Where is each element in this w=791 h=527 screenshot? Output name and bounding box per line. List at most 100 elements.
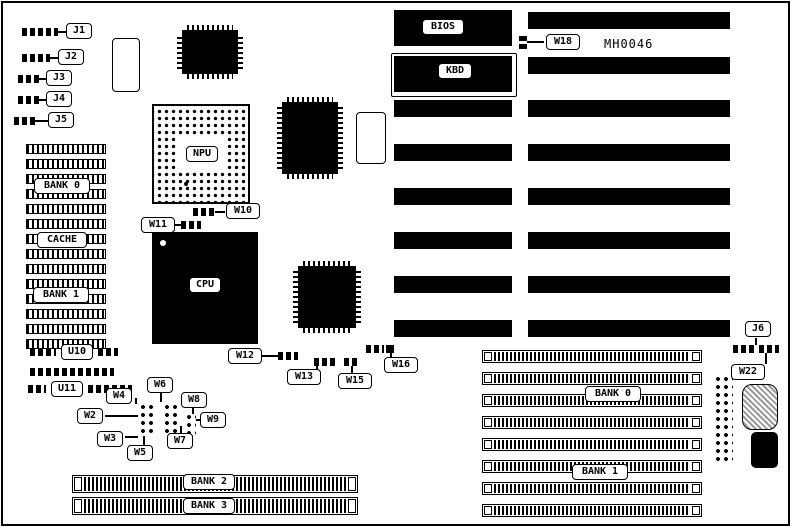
memory-chip-row — [26, 219, 106, 229]
callout-line-j5 — [35, 120, 48, 122]
isa-slot-6-ext — [394, 232, 512, 249]
bank0-right-label: BANK 0 — [585, 386, 641, 402]
memory-chip-row — [26, 204, 106, 214]
pin-header-row — [30, 368, 114, 376]
pin-header-w13 — [314, 358, 336, 366]
callout-line-w15 — [351, 366, 353, 373]
jumper-label-w7: W7 — [167, 433, 193, 449]
callout-line-w8 — [192, 408, 194, 414]
npu-label: NPU — [186, 146, 218, 162]
npu-pin1-dot — [184, 182, 188, 186]
jumper-label-w10: W10 — [226, 203, 260, 219]
jumper-label-w12: W12 — [228, 348, 262, 364]
isa-slot-4-ext — [394, 144, 512, 161]
pin-header-j2 — [22, 54, 50, 62]
pin-header-u11-a — [28, 385, 46, 393]
pin-header-u10-b — [98, 348, 118, 356]
pin-header-w11 — [181, 221, 201, 229]
bank3-label: BANK 3 — [183, 498, 235, 514]
power-header — [713, 374, 733, 462]
simm-socket — [482, 438, 702, 451]
qfp-chip-middle — [277, 97, 343, 179]
bank2-label: BANK 2 — [183, 474, 235, 490]
isa-slot-4 — [528, 144, 730, 161]
pin-header-w10 — [193, 208, 215, 216]
din-connector — [751, 432, 778, 468]
pin-header-w12 — [278, 352, 298, 360]
cpu-pin1-dot — [160, 240, 166, 246]
kbd-label: KBD — [438, 63, 472, 79]
callout-line-j2 — [50, 57, 58, 59]
ic-outline-small-1 — [112, 38, 140, 92]
isa-slot-2 — [528, 57, 730, 74]
simm-contacts — [494, 418, 690, 427]
jumper-label-w2: W2 — [77, 408, 103, 424]
simm-contacts — [494, 374, 690, 383]
ic-outline-small-2 — [356, 112, 386, 164]
callout-line-w3 — [125, 436, 138, 438]
simm-socket — [482, 350, 702, 363]
simm-contacts — [494, 440, 690, 449]
jumper-block-c — [184, 412, 196, 434]
jumper-label-w15: W15 — [338, 373, 372, 389]
simm-socket — [482, 482, 702, 495]
memory-chip-row — [26, 249, 106, 259]
memory-chip-row — [26, 324, 106, 334]
pin-header-j4 — [18, 96, 39, 104]
isa-slot-5-ext — [394, 188, 512, 205]
jumper-label-w9: W9 — [200, 412, 226, 428]
callout-line-w2 — [105, 415, 138, 417]
bank1-left-label: BANK 1 — [33, 287, 89, 303]
callout-line-w6 — [160, 393, 162, 402]
simm-contacts — [494, 352, 690, 361]
cache-label: CACHE — [37, 232, 87, 248]
jumper-label-j1: J1 — [66, 23, 92, 39]
memory-chip-row — [26, 159, 106, 169]
callout-line-j4 — [39, 99, 46, 101]
isa-slot-7 — [528, 276, 730, 293]
simm-socket — [482, 416, 702, 429]
jumper-cap-w16 — [386, 345, 394, 353]
pin-header-w15 — [344, 358, 360, 366]
simm-socket — [482, 372, 702, 385]
callout-line-w5 — [143, 436, 145, 445]
ic-label-u10: U10 — [61, 344, 93, 360]
jumper-label-w5: W5 — [127, 445, 153, 461]
board-part-number: MH0046 — [604, 37, 654, 51]
callout-line-w22 — [765, 353, 767, 364]
callout-line-w7 — [180, 426, 182, 433]
bank0-left-label: BANK 0 — [34, 178, 90, 194]
callout-line-w4 — [135, 398, 137, 404]
pin-header-w16 — [366, 345, 384, 353]
memory-chip-row — [26, 309, 106, 319]
bios-label: BIOS — [422, 19, 464, 35]
jumper-block-a — [138, 402, 154, 434]
pin-header-j6-b — [759, 345, 779, 353]
isa-slot-8 — [528, 320, 730, 337]
isa-slot-1 — [528, 12, 730, 29]
callout-line-j3 — [39, 78, 46, 80]
simm-contacts — [494, 484, 690, 493]
jumper-label-j6: J6 — [745, 321, 771, 337]
jumper-label-w13: W13 — [287, 369, 321, 385]
cpu-label: CPU — [189, 277, 221, 293]
ic-label-u11: U11 — [51, 381, 83, 397]
pin-header-j3 — [18, 75, 39, 83]
jumper-label-w22: W22 — [731, 364, 765, 380]
callout-line-w18 — [527, 41, 544, 43]
jumper-block-b — [162, 402, 178, 434]
pin-header-j6-a — [733, 345, 755, 353]
callout-line-w13 — [316, 366, 318, 371]
bank1-right-label: BANK 1 — [572, 464, 628, 480]
qfp-chip-top — [177, 25, 243, 79]
callout-line-w11 — [175, 224, 181, 226]
jumper-label-j5: J5 — [48, 112, 74, 128]
jumper-label-w6: W6 — [147, 377, 173, 393]
jumper-label-w16: W16 — [384, 357, 418, 373]
isa-slot-5 — [528, 188, 730, 205]
simm-socket — [482, 504, 702, 517]
isa-slot-6 — [528, 232, 730, 249]
pin-header-w18 — [519, 36, 527, 49]
